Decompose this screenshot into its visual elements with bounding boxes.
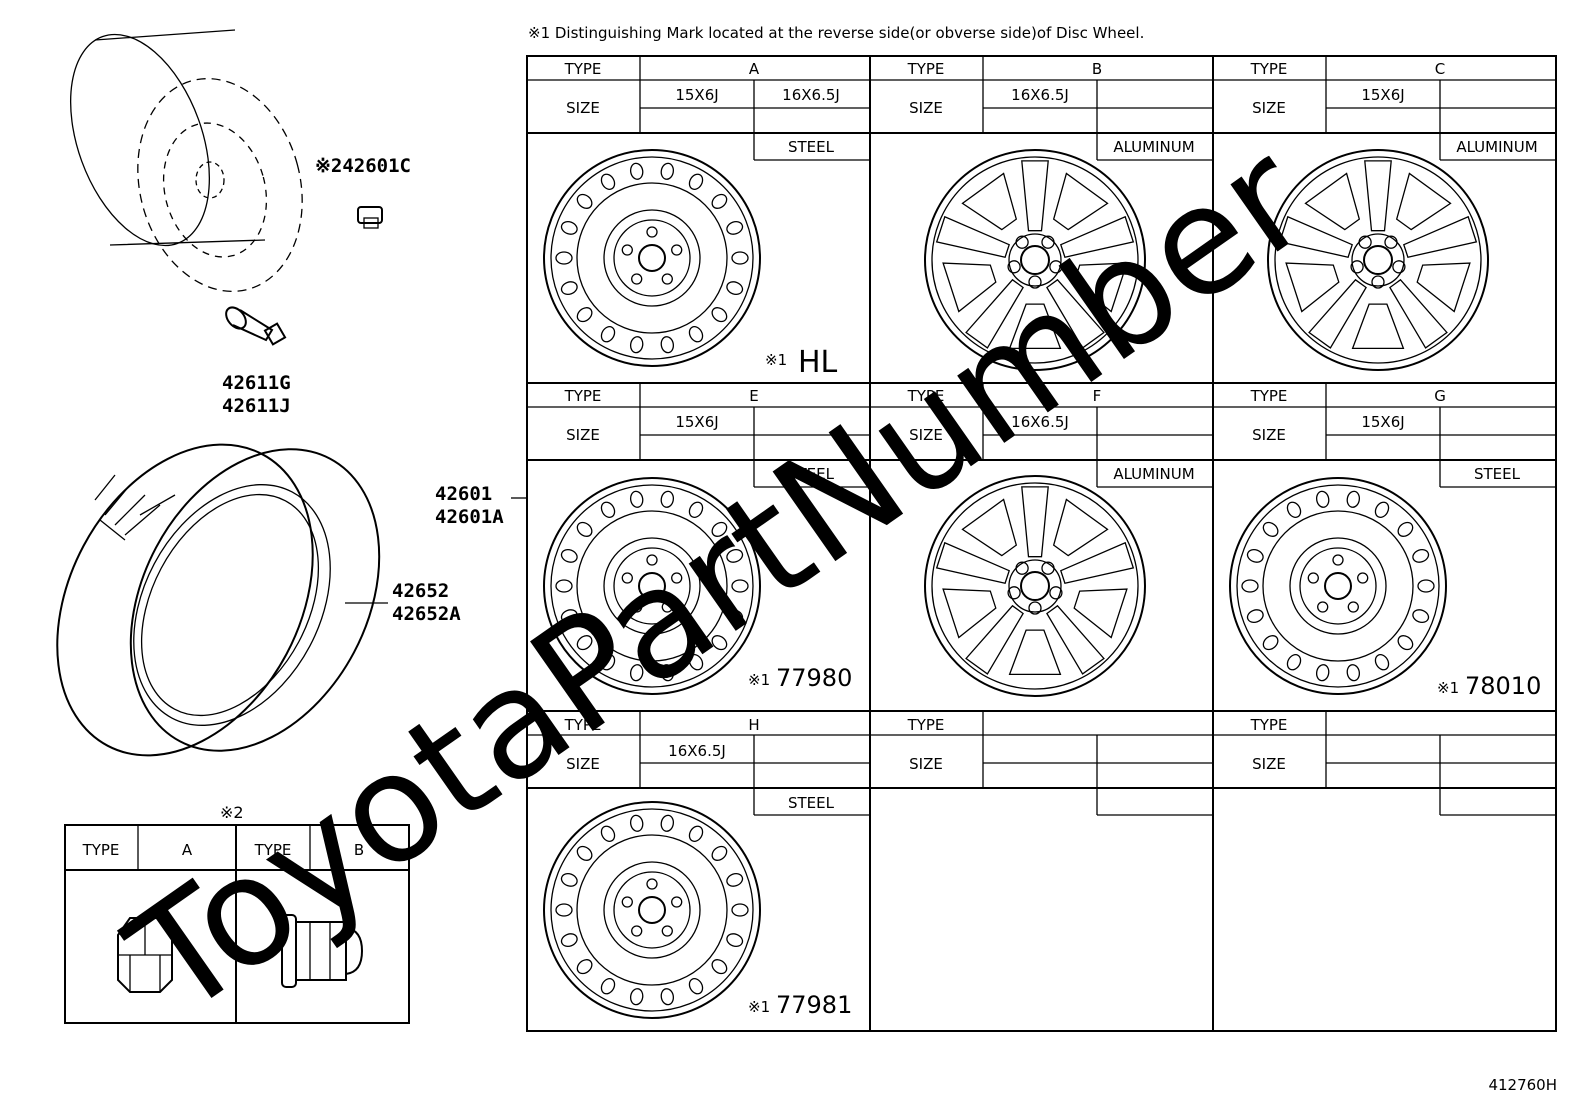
material-c: ALUMINUM — [1456, 138, 1537, 156]
size-label-g: SIZE — [1252, 426, 1286, 444]
material-b: ALUMINUM — [1113, 138, 1194, 156]
material-g: STEEL — [1474, 465, 1521, 483]
size-c-1: 15X6J — [1361, 86, 1404, 104]
type-c: C — [1435, 60, 1445, 78]
size-label-b: SIZE — [909, 99, 943, 117]
size-label-empty-1: SIZE — [909, 755, 943, 773]
size-label-c: SIZE — [1252, 99, 1286, 117]
type-label-h: TYPE — [564, 716, 602, 734]
type-a: A — [749, 60, 760, 78]
nut-type-label-2: TYPE — [254, 841, 292, 859]
part-42601a: 42601A — [435, 506, 504, 528]
type-e: E — [749, 387, 758, 405]
material-f: ALUMINUM — [1113, 465, 1194, 483]
size-label-f: SIZE — [909, 426, 943, 444]
size-g-1: 15X6J — [1361, 413, 1404, 431]
nut-type-label-1: TYPE — [82, 841, 120, 859]
part-42601: 42601 — [435, 483, 492, 505]
lug-nut-b-icon — [281, 914, 364, 988]
size-e-1: 15X6J — [675, 413, 718, 431]
size-f-1: 16X6.5J — [1011, 413, 1069, 431]
nut-type-a: A — [182, 841, 193, 859]
type-label-g: TYPE — [1250, 387, 1288, 405]
part-42652: 42652 — [392, 580, 449, 602]
type-f: F — [1093, 387, 1102, 405]
size-label-e: SIZE — [566, 426, 600, 444]
nut-table-title: ※2 — [220, 803, 244, 822]
size-b-1: 16X6.5J — [1011, 86, 1069, 104]
type-label-b: TYPE — [907, 60, 945, 78]
mark-g: 78010 — [1465, 672, 1541, 700]
lug-nut-a-icon — [117, 917, 173, 993]
size-a-2: 16X6.5J — [782, 86, 840, 104]
steel-wheel-h-icon — [543, 801, 761, 1019]
part-42611g: 42611G — [222, 372, 291, 394]
part-42611j: 42611J — [222, 395, 291, 417]
type-label-f: TYPE — [907, 387, 945, 405]
wheel-outline-drawing — [69, 29, 303, 293]
type-label-a: TYPE — [564, 60, 602, 78]
type-label-c: TYPE — [1250, 60, 1288, 78]
nut-table — [64, 824, 410, 1024]
type-label-empty-1: TYPE — [907, 716, 945, 734]
mark-a: HL — [798, 345, 838, 380]
diagram-id: 412760H — [1488, 1076, 1557, 1094]
type-h: H — [748, 716, 759, 734]
mark-sym-g: ※1 — [1437, 679, 1459, 697]
wheel-type-grid — [526, 55, 1557, 1032]
valve-stem-icon — [225, 306, 287, 346]
mark-sym-a: ※1 — [765, 351, 787, 369]
wheel-cap-icon — [357, 206, 383, 229]
mark-sym-h: ※1 — [748, 998, 770, 1016]
part-42652a: 42652A — [392, 603, 461, 625]
size-a-1: 15X6J — [675, 86, 718, 104]
mark-e: 77980 — [776, 664, 852, 692]
size-h-1: 16X6.5J — [668, 742, 726, 760]
steel-wheel-a-icon — [543, 149, 761, 367]
nut-type-b: B — [354, 841, 364, 859]
watermark: ToyotaPartNumber — [100, 111, 1338, 1050]
distinguishing-mark-note: ※1 Distinguishing Mark located at the re… — [528, 24, 1144, 42]
size-label-a: SIZE — [566, 99, 600, 117]
mark-sym-e: ※1 — [748, 671, 770, 689]
size-label-h: SIZE — [566, 755, 600, 773]
part-42601c: ※242601C — [315, 155, 411, 177]
type-g: G — [1434, 387, 1446, 405]
material-e: STEEL — [788, 465, 835, 483]
type-b: B — [1092, 60, 1102, 78]
type-label-empty-2: TYPE — [1250, 716, 1288, 734]
size-label-empty-2: SIZE — [1252, 755, 1286, 773]
material-h: STEEL — [788, 794, 835, 812]
tire-drawing — [56, 443, 381, 757]
material-a: STEEL — [788, 138, 835, 156]
mark-h: 77981 — [776, 991, 852, 1019]
type-label-e: TYPE — [564, 387, 602, 405]
steel-wheel-g-icon — [1229, 477, 1447, 695]
